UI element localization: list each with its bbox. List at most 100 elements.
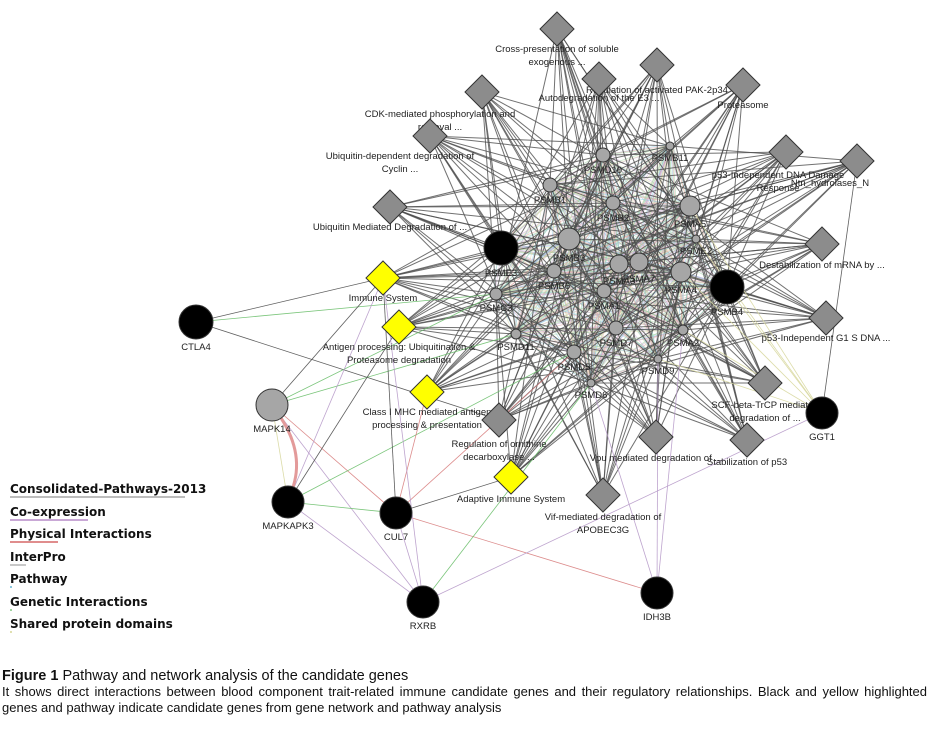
gene-node-psmd6[interactable]	[586, 378, 596, 388]
gene-node-psmd5[interactable]	[566, 344, 582, 360]
edge-pathway	[695, 238, 766, 384]
gene-node-psme2[interactable]	[691, 234, 701, 244]
pathway-node-ornithine[interactable]	[481, 402, 517, 438]
edge-gene	[271, 293, 497, 406]
gene-node-psmc3[interactable]	[489, 287, 503, 301]
gene-label: PSMA4	[665, 285, 697, 296]
gene-node-mapk14[interactable]	[255, 388, 289, 422]
pathway-node-proteasome[interactable]	[725, 67, 761, 103]
edge-pathway	[382, 271, 682, 279]
gene-node-psma4[interactable]	[670, 261, 692, 283]
edge-pathway	[549, 160, 858, 186]
pathway-node-autodeg[interactable]	[581, 61, 617, 97]
pathway-node-antigen[interactable]	[381, 309, 417, 345]
pathway-node-cross[interactable]	[539, 11, 575, 47]
gene-node-psmd10[interactable]	[595, 147, 611, 163]
pathway-label: Vpu mediated degradation of ...	[590, 453, 723, 464]
gene-node-psmb6[interactable]	[546, 263, 562, 279]
gene-node-psmd7[interactable]	[608, 320, 624, 336]
edge-pathway	[612, 202, 823, 245]
edge-pathway	[695, 238, 827, 319]
edge-pathway	[398, 270, 555, 328]
edge-pathway	[382, 277, 497, 295]
legend-swatch	[10, 631, 12, 633]
gene-node-psmd9[interactable]	[653, 354, 663, 364]
edge-pathway	[515, 333, 604, 496]
gene-node-psmb3[interactable]	[557, 227, 581, 251]
edge-pathway	[603, 290, 748, 441]
gene-node-ggt1[interactable]	[805, 396, 839, 430]
edge-pathway	[590, 382, 748, 441]
pathway-node-ubmed[interactable]	[372, 189, 408, 225]
edge-pathway	[618, 151, 787, 265]
edge-pathway	[657, 317, 827, 360]
edge-pathway	[598, 78, 640, 263]
gene-node-psma5[interactable]	[679, 195, 701, 217]
pathway-node-ubcyclin[interactable]	[412, 118, 448, 154]
edge-pathway	[695, 238, 748, 441]
pathway-label: Ubiquitin Mediated Degradation of ...	[313, 222, 467, 233]
edge-pathway	[429, 135, 691, 207]
pathway-label: decarboxylase ...	[463, 452, 535, 463]
pathway-node-vif[interactable]	[585, 477, 621, 513]
gene-node-psma2[interactable]	[677, 324, 689, 336]
legend-item: Co-expression	[10, 503, 206, 526]
pathway-node-immune[interactable]	[365, 260, 401, 296]
pathway-node-mhc[interactable]	[409, 374, 445, 410]
pathway-label: p53-Independent G1 S DNA ...	[762, 333, 891, 344]
gene-node-psma3[interactable]	[609, 254, 629, 274]
edge-pathway	[598, 78, 605, 292]
pathway-node-vpu[interactable]	[638, 419, 674, 455]
figure-title: Pathway and network analysis of the cand…	[62, 668, 409, 684]
pathway-node-pak[interactable]	[639, 47, 675, 83]
gene-node-psmb2[interactable]	[605, 195, 621, 211]
edge-pathway	[655, 271, 682, 438]
edge-gene	[657, 358, 823, 414]
edge-pathway	[638, 261, 766, 384]
edge-gene	[821, 160, 858, 414]
edge-pathway	[389, 205, 691, 208]
edge-pathway	[398, 205, 691, 328]
gene-node-psma7[interactable]	[629, 252, 649, 272]
edge-pathway	[510, 184, 551, 478]
gene-node-cul7[interactable]	[379, 496, 413, 530]
gene-label: PSMD6	[575, 390, 608, 401]
pathway-node-p53dna[interactable]	[768, 134, 804, 170]
pathway-node-cdk[interactable]	[464, 74, 500, 110]
edge-pathway	[618, 160, 858, 265]
edge-mesh	[498, 291, 659, 361]
edge-pathway	[612, 151, 787, 204]
gene-node-psmb11[interactable]	[665, 141, 675, 151]
edge-pathway	[669, 145, 766, 384]
gene-label: PSMA7	[623, 274, 655, 285]
pathway-node-destab[interactable]	[804, 226, 840, 262]
gene-node-psme3[interactable]	[483, 230, 519, 266]
edge-pathway	[638, 261, 748, 441]
edge-pathway	[510, 202, 614, 478]
edge-pathway	[515, 333, 766, 384]
gene-node-ctla4[interactable]	[178, 304, 214, 340]
gene-node-mapkapk3[interactable]	[271, 485, 305, 519]
edge-pathway	[598, 78, 671, 147]
gene-node-rxrb[interactable]	[406, 585, 440, 619]
legend-label: Co-expression	[10, 504, 106, 519]
gene-node-psmb4[interactable]	[709, 269, 745, 305]
pathway-node-scf[interactable]	[747, 365, 783, 401]
gene-node-idh3b[interactable]	[640, 576, 674, 610]
gene-node-psma1[interactable]	[596, 283, 612, 299]
pathway-node-adaptive[interactable]	[493, 459, 529, 495]
edge-pathway	[382, 145, 671, 279]
edge-pathway	[615, 160, 858, 329]
pathway-label: Adaptive Immune System	[457, 494, 565, 505]
pathway-node-ntn[interactable]	[839, 143, 875, 179]
edge-pathway	[429, 135, 555, 272]
pathway-node-stabp53[interactable]	[729, 422, 765, 458]
pathway-label: Regulation of activated PAK-2p34	[586, 85, 728, 96]
edge-pathway	[669, 145, 858, 162]
edge-pathway	[382, 184, 551, 279]
gene-node-psmb1[interactable]	[542, 177, 558, 193]
gene-node-psmd11[interactable]	[510, 328, 522, 340]
pathway-node-p53g1[interactable]	[808, 300, 844, 336]
legend-label: Shared protein domains	[10, 617, 173, 631]
